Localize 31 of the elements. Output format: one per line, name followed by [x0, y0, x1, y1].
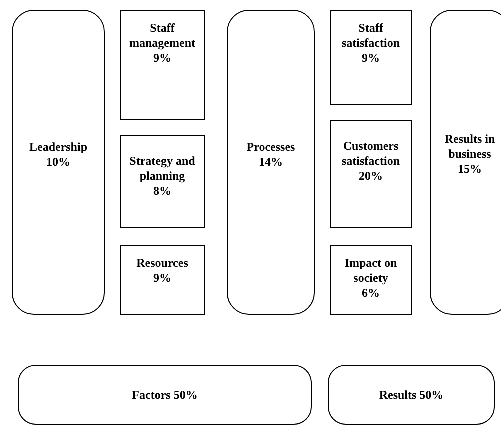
percentage-label: 15% — [458, 162, 482, 177]
percentage-label: 9% — [154, 271, 172, 286]
category-box — [330, 120, 412, 228]
box-title: Processes — [246, 140, 296, 154]
box-title: Results in business — [444, 132, 496, 162]
box-title: Leadership — [29, 140, 88, 154]
percentage-label: 10% — [46, 154, 70, 170]
box-title: Resources — [136, 256, 188, 271]
category-box — [120, 10, 205, 120]
percentage-label: 9% — [362, 51, 380, 66]
category-box — [120, 135, 205, 228]
percentage-label: 14% — [259, 154, 283, 170]
rounded-panel — [430, 10, 501, 315]
box-title: Staff satisfaction — [341, 21, 401, 51]
rounded-panel — [12, 10, 105, 315]
box-title: Customers satisfaction — [341, 139, 401, 169]
category-box — [120, 245, 205, 315]
percentage-label: 8% — [154, 184, 172, 199]
percentage-label: 20% — [359, 169, 383, 184]
box-title: Results 50% — [379, 388, 444, 402]
box-title: Strategy and planning — [128, 154, 196, 184]
category-box — [330, 10, 412, 105]
box-title: Factors 50% — [132, 388, 198, 402]
category-box — [330, 245, 412, 315]
rounded-panel — [328, 365, 495, 425]
box-title: Impact on society — [344, 256, 398, 286]
box-title: Staff management — [128, 21, 196, 51]
percentage-label: 6% — [362, 286, 380, 301]
rounded-panel — [18, 365, 312, 425]
rounded-panel — [227, 10, 315, 315]
percentage-label: 9% — [154, 51, 172, 66]
